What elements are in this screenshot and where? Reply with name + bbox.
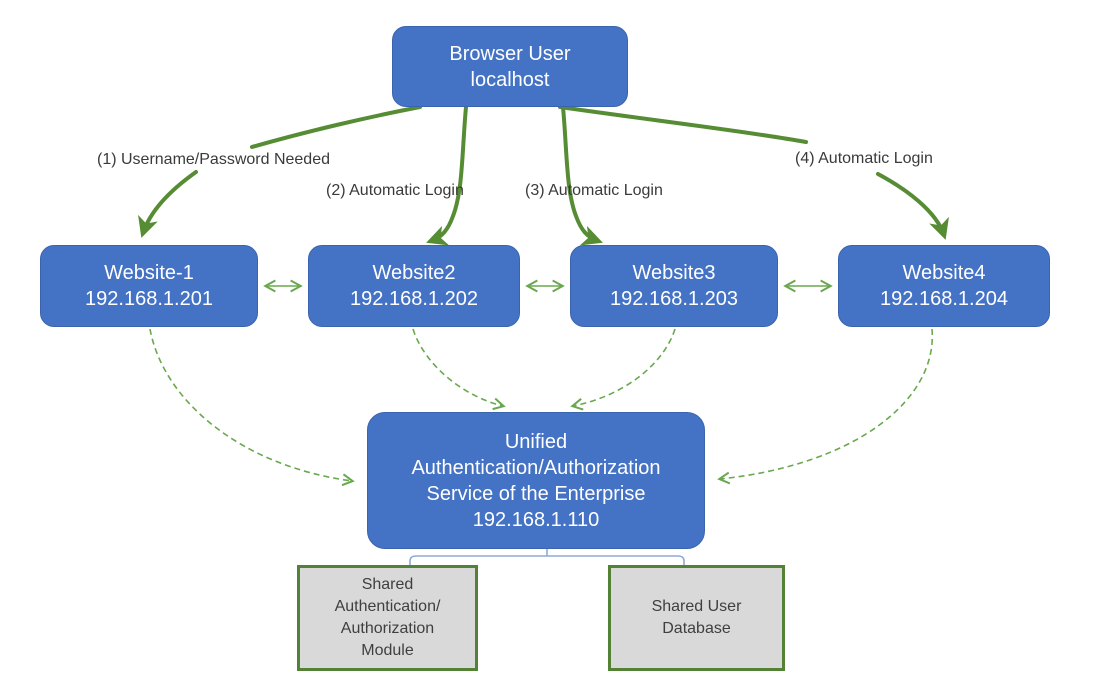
node-website1: Website-1 192.168.1.201 <box>40 245 258 327</box>
node-unified-line2: Authentication/Authorization <box>411 456 661 479</box>
edge-label-step4: (4) Automatic Login <box>795 150 933 167</box>
node-browser-user: Browser User localhost <box>392 26 628 107</box>
edge-browser-website2 <box>426 105 468 246</box>
node-website1-ip: 192.168.1.201 <box>85 288 213 310</box>
node-website3-ip: 192.168.1.203 <box>610 288 738 310</box>
node-unified-auth-service: Unified Authentication/Authorization Ser… <box>367 412 705 549</box>
node-shared-user-database-line1: Shared User <box>651 598 742 615</box>
node-website3-title: Website3 <box>632 262 716 284</box>
node-shared-auth-module-line2: Authentication/ <box>334 598 441 615</box>
node-unified-line1: Unified <box>504 430 568 453</box>
node-website3: Website3 192.168.1.203 <box>570 245 778 327</box>
edge-label-step2: (2) Automatic Login <box>326 182 464 199</box>
node-website2: Website2 192.168.1.202 <box>308 245 520 327</box>
node-website4-title: Website4 <box>902 262 986 284</box>
bracket-unified-to-shared <box>409 549 685 565</box>
edge-browser-website1 <box>138 105 422 238</box>
node-website2-title: Website2 <box>372 262 456 284</box>
node-website4: Website4 192.168.1.204 <box>838 245 1050 327</box>
node-website4-ip: 192.168.1.204 <box>880 288 1008 310</box>
node-shared-auth-module-line1: Shared <box>361 576 414 593</box>
edge-label-step1: (1) Username/Password Needed <box>97 151 330 168</box>
edge-label-step3: (3) Automatic Login <box>525 182 663 199</box>
edge-browser-website4 <box>558 105 949 240</box>
node-unified-line3: Service of the Enterprise <box>426 482 646 505</box>
node-unified-ip: 192.168.1.110 <box>472 508 600 531</box>
node-shared-auth-module-line3: Authorization <box>340 620 435 637</box>
node-shared-auth-module-line4: Module <box>361 642 414 659</box>
node-shared-user-database-line2: Database <box>662 620 731 637</box>
node-website1-title: Website-1 <box>104 262 194 284</box>
edge-browser-website3 <box>561 105 603 246</box>
edges-websites-to-unified <box>149 328 933 487</box>
node-shared-user-database: Shared User Database <box>608 565 785 671</box>
node-shared-auth-module: Shared Authentication/ Authorization Mod… <box>297 565 478 671</box>
node-browser-user-title: Browser User <box>449 42 571 65</box>
node-browser-user-host: localhost <box>470 68 550 91</box>
node-website2-ip: 192.168.1.202 <box>350 288 478 310</box>
